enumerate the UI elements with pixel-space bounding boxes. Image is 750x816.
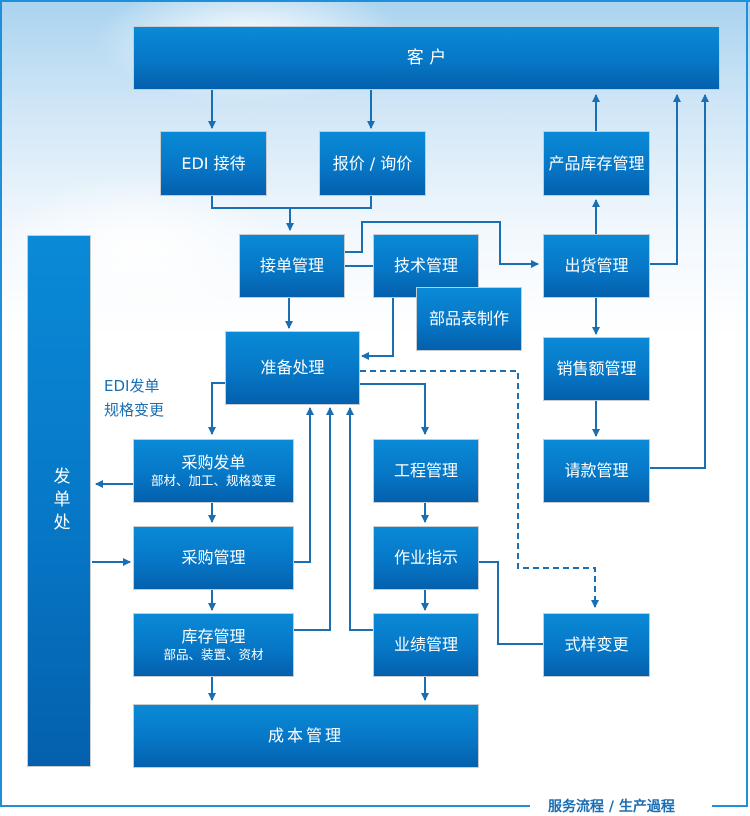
arrow-tech-prep	[361, 298, 394, 360]
node-billing-management: 请款管理	[543, 439, 650, 503]
node-spec-change: 式样变更	[543, 613, 650, 677]
arrow-inventory-prep	[294, 407, 334, 631]
node-label: 请款管理	[564, 461, 629, 481]
node-label: 客 户	[406, 47, 447, 68]
node-cost-management: 成本管理	[133, 704, 479, 768]
line-work-spec	[479, 561, 543, 645]
node-shipping-management: 出货管理	[543, 234, 650, 298]
node-work-instruction: 作业指示	[373, 526, 479, 590]
node-preparation: 准备处理	[225, 331, 360, 405]
node-process-management: 工程管理	[373, 439, 479, 503]
node-label: 销售额管理	[556, 359, 637, 379]
frame-border	[0, 0, 750, 2]
node-label: 报价 / 询价	[332, 153, 413, 173]
node-sublabel: 部品、装置、资材	[163, 647, 264, 663]
arrow-shipping-customer	[650, 94, 681, 265]
line-edi-merge	[211, 196, 372, 209]
node-label: 准备处理	[260, 358, 325, 378]
node-inventory-management: 库存管理 部品、装置、资材	[133, 613, 294, 677]
node-label: 采购管理	[181, 548, 246, 568]
node-product-inventory: 产品库存管理	[543, 131, 650, 196]
side-note-line: 规格变更	[104, 401, 165, 419]
frame-border	[0, 0, 2, 806]
frame-border	[712, 805, 748, 807]
arrow-prep-process	[358, 383, 429, 435]
node-label: 成本管理	[267, 726, 344, 746]
node-label: 业绩管理	[393, 635, 458, 655]
node-edi-reception: EDI 接待	[160, 131, 267, 196]
node-sales-management: 销售额管理	[543, 337, 650, 401]
frame-border	[746, 0, 748, 806]
frame-border	[0, 805, 530, 807]
side-note: EDI发单 规格变更	[104, 374, 164, 422]
node-label: 采购发单	[181, 452, 246, 472]
node-label: 接单管理	[259, 256, 324, 276]
node-label: 部品表制作	[428, 309, 509, 329]
node-quotation: 报价 / 询价	[319, 131, 426, 196]
arrow-purchase-prep	[294, 407, 314, 563]
node-label: 工程管理	[393, 461, 458, 481]
node-bom-creation: 部品表制作	[416, 287, 522, 351]
arrow-prep-purchase-order	[208, 382, 225, 435]
node-order-management: 接单管理	[239, 234, 345, 298]
node-sublabel: 部材、加工、规格变更	[150, 473, 276, 489]
arrow-order-shipping	[345, 221, 539, 268]
node-ordering-office: 发单处	[27, 235, 91, 767]
node-performance-management: 业绩管理	[373, 613, 479, 677]
node-label: 出货管理	[564, 256, 629, 276]
node-label: 产品库存管理	[548, 153, 645, 173]
side-note-line: EDI发单	[104, 377, 160, 395]
node-label: 库存管理	[181, 626, 246, 646]
dashed-prep-spec	[360, 370, 599, 608]
footer-title: 服务流程 / 生产過程	[548, 799, 675, 815]
node-label: 作业指示	[393, 548, 458, 568]
node-label: 发单处	[49, 466, 70, 536]
node-purchase-management: 采购管理	[133, 526, 294, 590]
node-label: 技术管理	[393, 256, 458, 276]
arrow-performance-prep	[346, 407, 374, 631]
arrow-billing-customer	[650, 94, 709, 469]
node-label: EDI 接待	[181, 153, 246, 173]
node-customer: 客 户	[133, 26, 720, 90]
node-purchase-order: 采购发单 部材、加工、规格变更	[133, 439, 294, 503]
node-label: 式样变更	[564, 635, 629, 655]
